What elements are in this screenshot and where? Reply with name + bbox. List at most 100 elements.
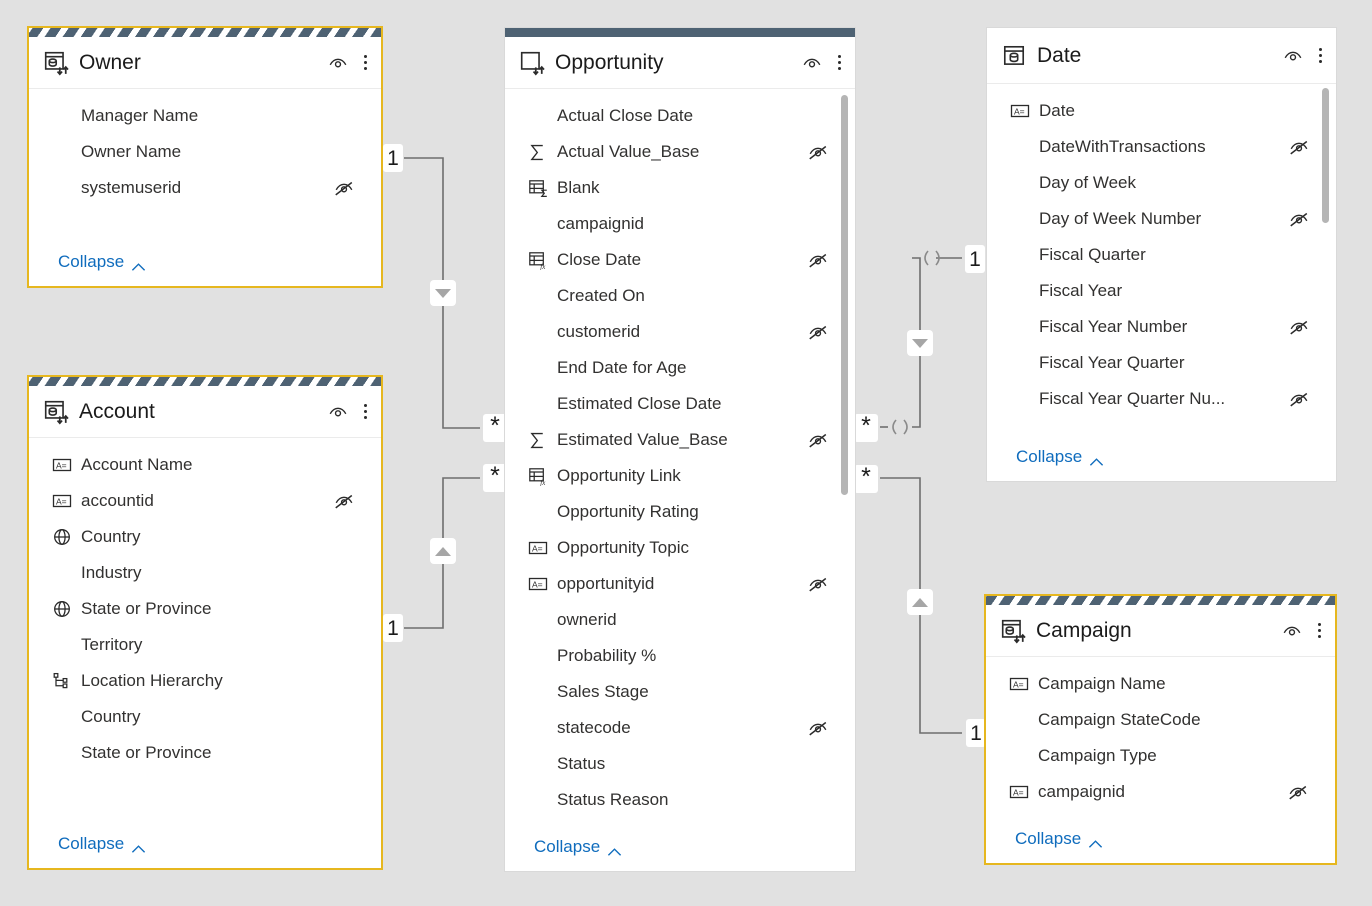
eye-hidden-icon[interactable] (333, 490, 355, 512)
field-row[interactable]: Created On (505, 278, 855, 314)
cross-filter-arrow-up[interactable] (430, 538, 456, 564)
field-row[interactable]: A= Account Name (29, 447, 381, 483)
collapse-button[interactable]: Collapse (29, 834, 381, 868)
table-header[interactable]: Owner (29, 37, 381, 89)
eye-hidden-icon[interactable] (807, 249, 829, 271)
table-card-owner[interactable]: Owner Manager Name Owner Name (27, 26, 383, 288)
field-row[interactable]: Estimated Close Date (505, 386, 855, 422)
eye-icon[interactable] (327, 52, 349, 74)
field-row[interactable]: A= accountid (29, 483, 381, 519)
field-row[interactable]: Opportunity Rating (505, 494, 855, 530)
field-row[interactable]: A= Opportunity Topic (505, 530, 855, 566)
field-row[interactable]: fx Opportunity Link (505, 458, 855, 494)
field-list[interactable]: A= Campaign Name Campaign StateCode Camp… (986, 657, 1335, 829)
field-row[interactable]: Country (29, 519, 381, 555)
vertical-scrollbar[interactable] (1322, 88, 1329, 223)
cardinality-badge-many[interactable]: * (483, 463, 507, 492)
eye-hidden-icon[interactable] (1288, 316, 1310, 338)
cardinality-badge-many[interactable]: * (854, 464, 878, 493)
field-row[interactable]: Fiscal Quarter (987, 237, 1336, 273)
eye-icon[interactable] (1281, 620, 1303, 642)
ellipsis-vertical-icon[interactable] (361, 402, 369, 421)
cardinality-badge-one[interactable]: 1 (383, 144, 403, 172)
field-row[interactable]: State or Province (29, 735, 381, 771)
field-row[interactable]: Fiscal Year Quarter (987, 345, 1336, 381)
field-row[interactable]: Industry (29, 555, 381, 591)
field-row[interactable]: ownerid (505, 602, 855, 638)
table-header[interactable]: Opportunity (505, 37, 855, 89)
table-card-opportunity[interactable]: Opportunity Actual Close Date (504, 27, 856, 872)
cross-filter-arrow-up[interactable] (907, 589, 933, 615)
field-row[interactable]: customerid (505, 314, 855, 350)
field-row[interactable]: Estimated Value_Base (505, 422, 855, 458)
eye-hidden-icon[interactable] (807, 429, 829, 451)
cardinality-badge-one[interactable]: 1 (965, 245, 985, 273)
eye-hidden-icon[interactable] (807, 717, 829, 739)
field-row[interactable]: Status Reason (505, 782, 855, 818)
eye-hidden-icon[interactable] (807, 573, 829, 595)
vertical-scrollbar[interactable] (841, 95, 848, 495)
field-row[interactable]: Sales Stage (505, 674, 855, 710)
collapse-button[interactable]: Collapse (29, 252, 381, 286)
table-card-account[interactable]: Account A= Account Name (27, 375, 383, 870)
cardinality-badge-many[interactable]: * (854, 413, 878, 442)
ellipsis-vertical-icon[interactable] (1315, 621, 1323, 640)
field-list[interactable]: Actual Close Date Actual Value_Base (505, 89, 855, 837)
field-row[interactable]: systemuserid (29, 170, 381, 206)
field-row[interactable]: Campaign StateCode (986, 702, 1335, 738)
eye-icon[interactable] (1282, 45, 1304, 67)
field-row[interactable]: Campaign Type (986, 738, 1335, 774)
eye-hidden-icon[interactable] (807, 321, 829, 343)
eye-hidden-icon[interactable] (1287, 781, 1309, 803)
field-row[interactable]: Day of Week (987, 165, 1336, 201)
cross-filter-arrow-down[interactable] (907, 330, 933, 356)
field-list[interactable]: A= Date DateWithTransactions Day of Week (987, 84, 1336, 447)
cardinality-badge-many[interactable]: * (483, 413, 507, 442)
ellipsis-vertical-icon[interactable] (361, 53, 369, 72)
field-row[interactable]: fx Close Date (505, 242, 855, 278)
field-row[interactable]: Blank (505, 170, 855, 206)
table-header[interactable]: Campaign (986, 605, 1335, 657)
cross-filter-arrow-down[interactable] (430, 280, 456, 306)
eye-icon[interactable] (327, 401, 349, 423)
eye-hidden-icon[interactable] (333, 177, 355, 199)
ellipsis-vertical-icon[interactable] (835, 53, 843, 72)
eye-hidden-icon[interactable] (807, 141, 829, 163)
field-row[interactable]: campaignid (505, 206, 855, 242)
table-header[interactable]: Account (29, 386, 381, 438)
field-row[interactable]: End Date for Age (505, 350, 855, 386)
field-row[interactable]: Fiscal Year Number (987, 309, 1336, 345)
collapse-button[interactable]: Collapse (505, 837, 855, 871)
field-row[interactable]: statecode (505, 710, 855, 746)
field-row[interactable]: Territory (29, 627, 381, 663)
field-row[interactable]: Status (505, 746, 855, 782)
eye-hidden-icon[interactable] (1288, 388, 1310, 410)
table-card-date[interactable]: Date A= Date (986, 27, 1337, 482)
field-list[interactable]: Manager Name Owner Name systemuserid (29, 89, 381, 252)
table-header[interactable]: Date (987, 28, 1336, 84)
field-row[interactable]: Location Hierarchy (29, 663, 381, 699)
field-row[interactable]: Manager Name (29, 98, 381, 134)
field-row[interactable]: Owner Name (29, 134, 381, 170)
field-row[interactable]: Country (29, 699, 381, 735)
field-row[interactable]: Fiscal Year Quarter Nu... (987, 381, 1336, 417)
field-row[interactable]: Fiscal Year (987, 273, 1336, 309)
field-row[interactable]: Day of Week Number (987, 201, 1336, 237)
field-row[interactable]: Actual Close Date (505, 98, 855, 134)
eye-hidden-icon[interactable] (1288, 208, 1310, 230)
cardinality-badge-one[interactable]: 1 (383, 614, 403, 642)
collapse-button[interactable]: Collapse (987, 447, 1336, 481)
field-row[interactable]: State or Province (29, 591, 381, 627)
collapse-button[interactable]: Collapse (986, 829, 1335, 863)
cardinality-badge-one[interactable]: 1 (966, 719, 986, 747)
field-row[interactable]: Actual Value_Base (505, 134, 855, 170)
field-row[interactable]: Probability % (505, 638, 855, 674)
eye-icon[interactable] (801, 52, 823, 74)
field-row[interactable]: A= Campaign Name (986, 666, 1335, 702)
field-row[interactable]: DateWithTransactions (987, 129, 1336, 165)
eye-hidden-icon[interactable] (1288, 136, 1310, 158)
field-row[interactable]: A= Date (987, 93, 1336, 129)
ellipsis-vertical-icon[interactable] (1316, 46, 1324, 65)
table-card-campaign[interactable]: Campaign A= Campaign Name (984, 594, 1337, 865)
